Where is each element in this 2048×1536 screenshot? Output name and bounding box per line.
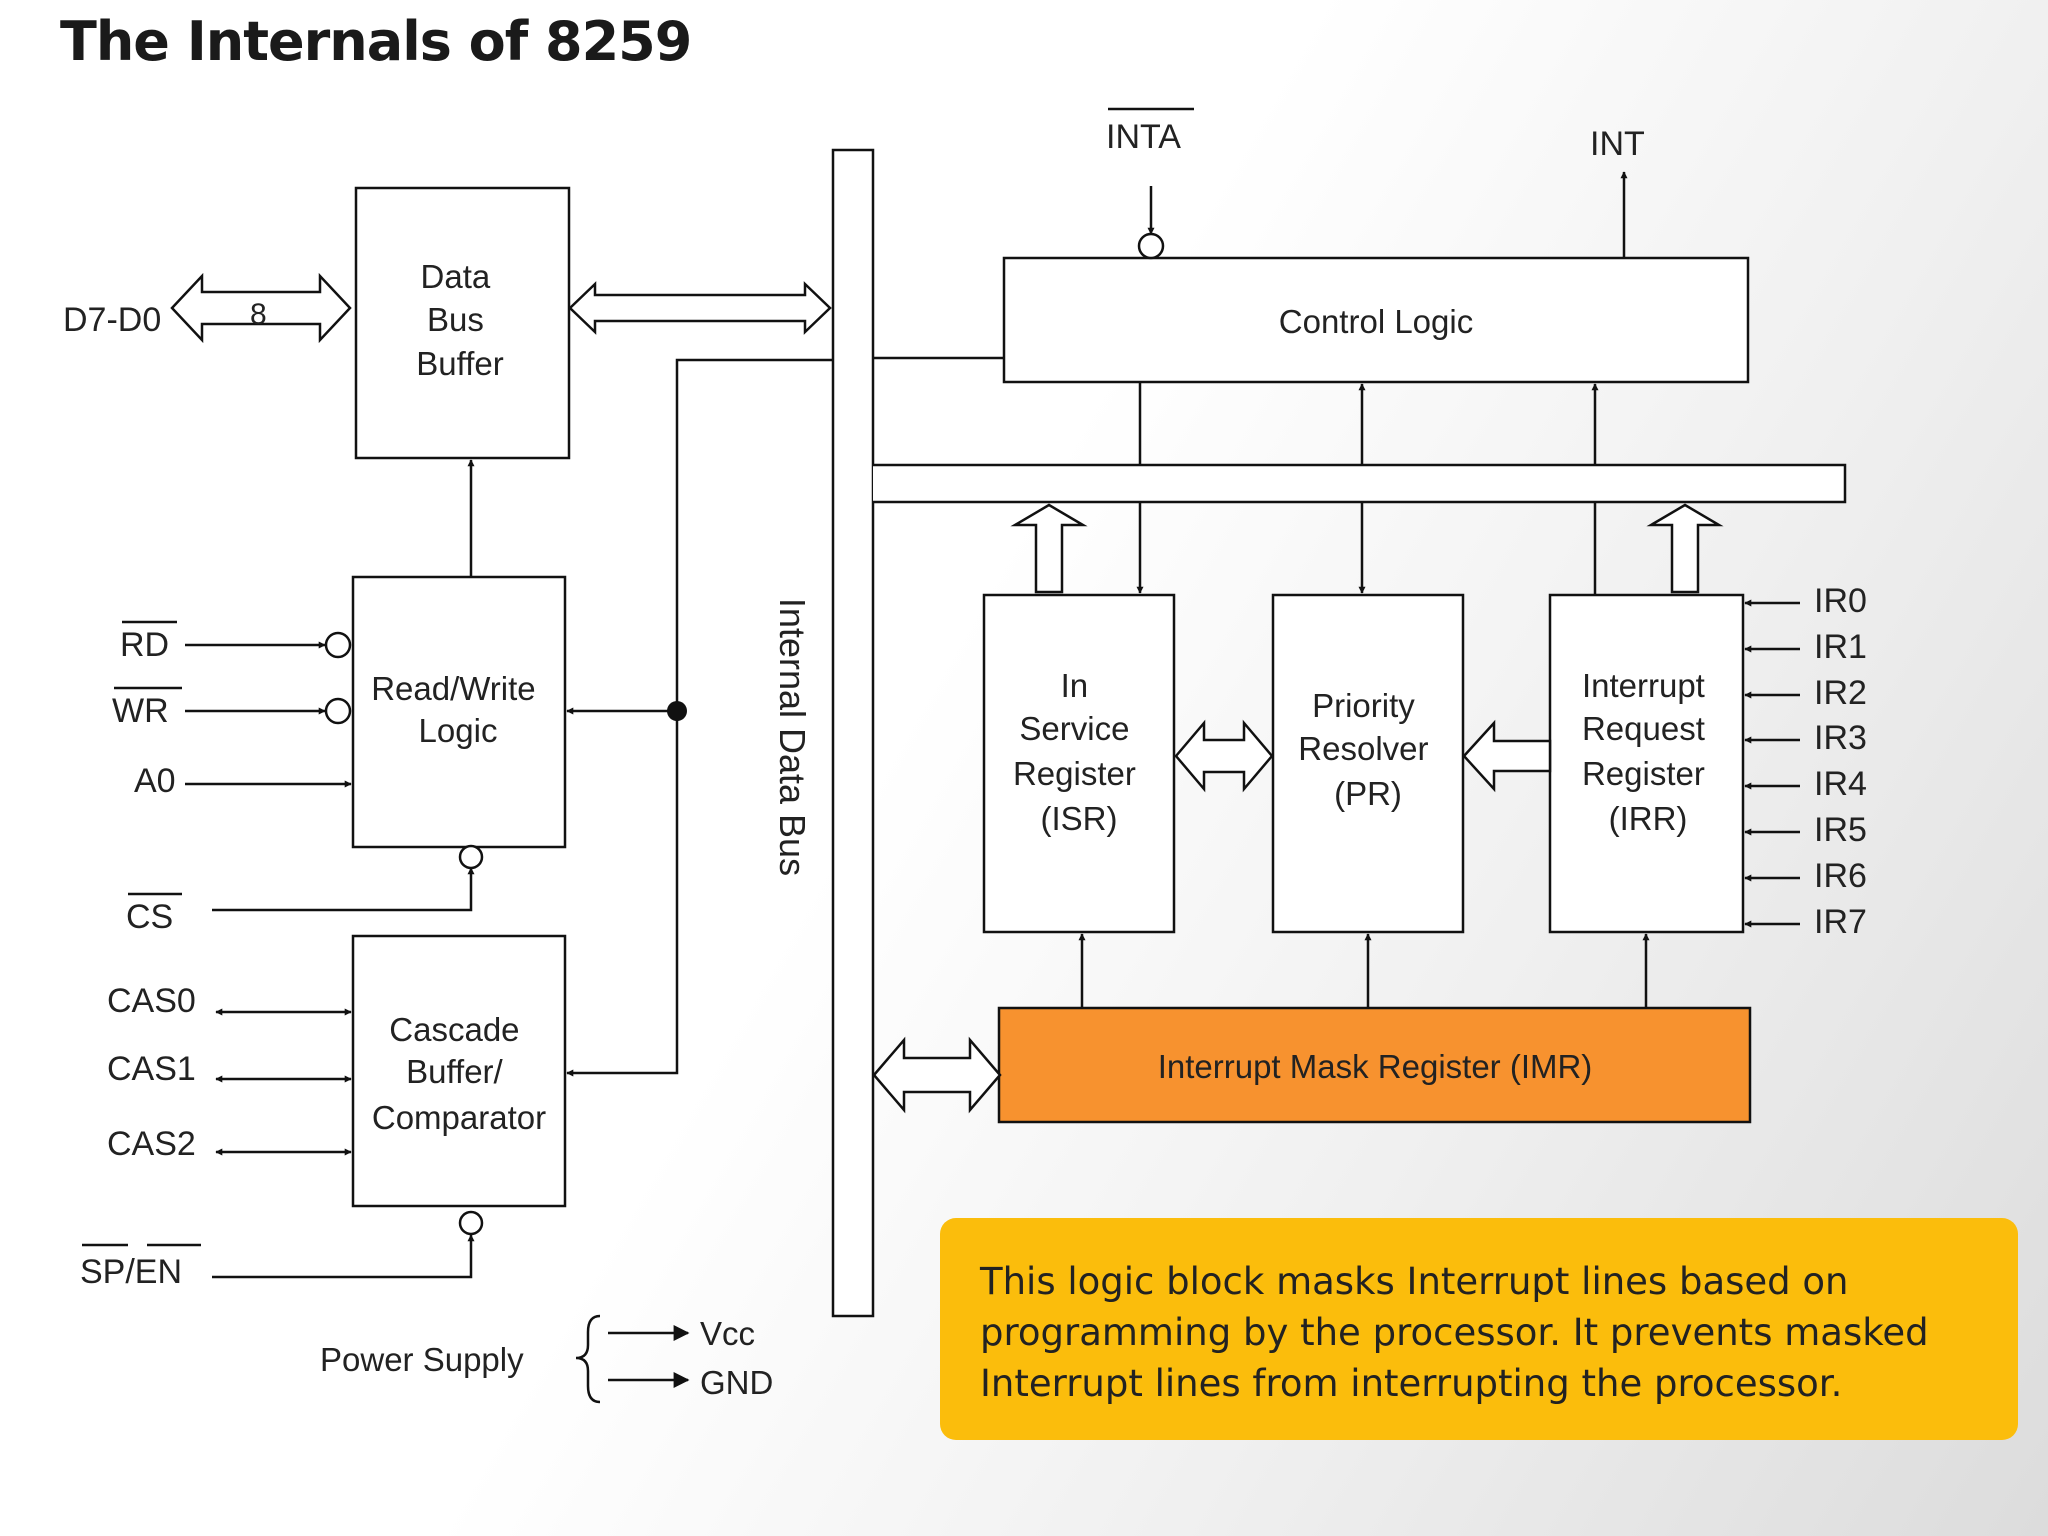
data-bus-buffer-label: Data Bus Buffer <box>416 258 503 382</box>
bus-imr-double-arrow <box>872 1036 1002 1114</box>
sp-en-bubble <box>458 1210 484 1236</box>
internal-data-bus-label: Internal Data Bus <box>772 598 813 876</box>
imr-box <box>997 1006 1752 1124</box>
pr-box <box>1271 593 1465 934</box>
cas0-label: CAS0 <box>107 982 196 1020</box>
ir2-label: IR2 <box>1814 674 1867 712</box>
rd-label: RD <box>120 626 169 664</box>
imr-label: Interrupt Mask Register (IMR) <box>1158 1048 1593 1085</box>
irr-label: Interrupt Request Register (IRR) <box>1582 667 1714 837</box>
irr-box <box>1548 593 1745 934</box>
inta-label: INTA <box>1106 118 1181 156</box>
control-logic-label: Control Logic <box>1279 303 1473 340</box>
wr-label: WR <box>112 692 169 730</box>
data-bus-double-arrow <box>170 272 352 344</box>
ir6-label: IR6 <box>1814 857 1867 895</box>
ir3-label: IR3 <box>1814 719 1867 757</box>
int-label: INT <box>1590 125 1645 163</box>
control-bus <box>873 463 1847 504</box>
control-logic-box <box>1002 256 1750 384</box>
isr-box <box>982 593 1176 934</box>
cs-label: CS <box>126 898 173 936</box>
data-bus-signal-label: D7-D0 <box>63 301 161 339</box>
read-write-logic-label: Read/Write Logic <box>371 670 545 749</box>
irr-up-hollow-arrow <box>1646 503 1724 594</box>
cas1-label: CAS1 <box>107 1050 196 1088</box>
cascade-label: Cascade Buffer/ Comparator <box>372 1011 546 1136</box>
bus-junction-dot <box>667 701 687 721</box>
imr-note: This logic block masks Interrupt lines b… <box>940 1218 2018 1440</box>
ir4-label: IR4 <box>1814 765 1867 803</box>
data-bus-buffer-box <box>354 186 571 460</box>
ir1-label: IR1 <box>1814 628 1867 666</box>
cascade-box <box>351 934 567 1208</box>
inta-bubble <box>1137 232 1165 260</box>
isr-label: In Service Register (ISR) <box>1013 667 1145 837</box>
a0-label: A0 <box>134 762 176 800</box>
pr-label: Priority Resolver (PR) <box>1298 687 1437 812</box>
rd-bubble <box>324 631 352 659</box>
cas2-label: CAS2 <box>107 1125 196 1163</box>
page-title: The Internals of 8259 <box>60 10 692 73</box>
wr-bubble <box>324 697 352 725</box>
irr-to-pr-hollow-arrow <box>1462 719 1552 793</box>
data-bus-width-label: 8 <box>250 298 267 331</box>
internal-data-bus <box>831 148 875 1318</box>
ir0-label: IR0 <box>1814 582 1867 620</box>
isr-up-hollow-arrow <box>1010 503 1088 594</box>
power-supply-label: Power Supply <box>320 1341 524 1378</box>
buffer-bus-double-arrow <box>568 281 832 335</box>
isr-pr-double-arrow <box>1174 719 1274 793</box>
cs-bubble <box>458 844 484 870</box>
gnd-label: GND <box>700 1364 773 1401</box>
read-write-logic-box <box>351 575 567 849</box>
ir7-label: IR7 <box>1814 903 1867 941</box>
sp-en-label: SP/EN <box>80 1253 182 1291</box>
ir5-label: IR5 <box>1814 811 1867 849</box>
vcc-label: Vcc <box>700 1315 755 1352</box>
